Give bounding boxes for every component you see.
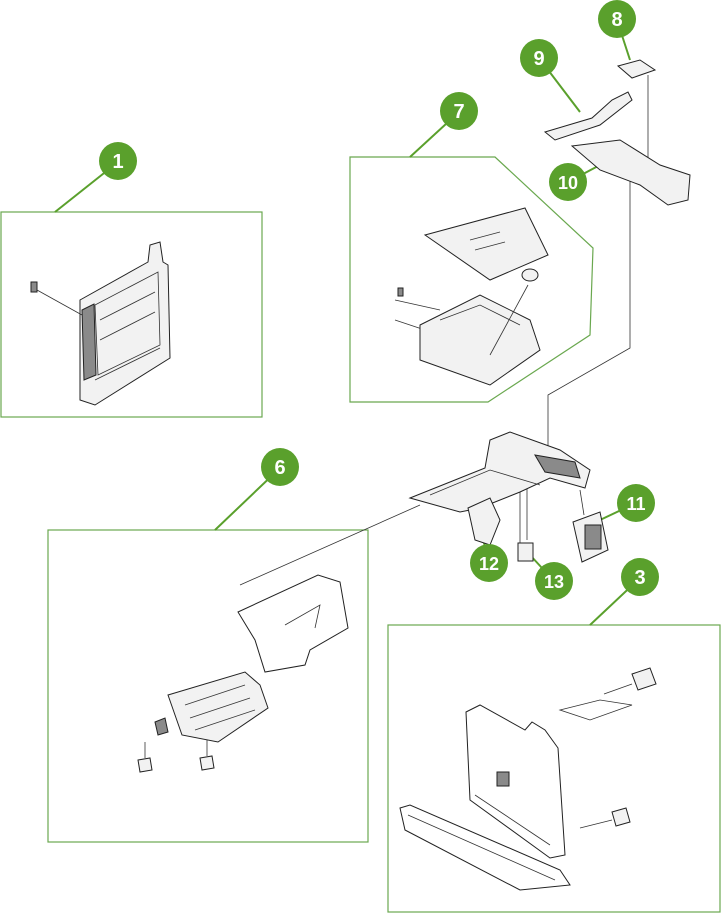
part-3-right-door	[400, 668, 656, 890]
callout-11: 11	[617, 484, 655, 522]
callout-1-label: 1	[112, 151, 123, 173]
callout-10: 10	[549, 163, 587, 201]
part-7-tray-assembly	[398, 208, 548, 385]
callout-3-label: 3	[634, 567, 645, 589]
callout-1: 1	[99, 142, 137, 180]
part-1-left-door	[31, 242, 170, 405]
callout-6-label: 6	[274, 457, 285, 479]
callout-9-label: 9	[533, 48, 544, 70]
callouts: 1 3 6 7 8 9 10 11	[99, 0, 659, 600]
callout-10-label: 10	[558, 173, 578, 193]
callout-8: 8	[598, 0, 636, 38]
callout-7-label: 7	[453, 101, 464, 123]
callout-7: 7	[440, 92, 478, 130]
callout-11-label: 11	[626, 494, 645, 514]
callout-3: 3	[621, 558, 659, 596]
callout-12: 12	[470, 544, 508, 582]
callout-13-label: 13	[544, 572, 564, 592]
callout-13: 13	[535, 562, 573, 600]
callout-8-label: 8	[611, 9, 622, 31]
callout-12-label: 12	[479, 554, 499, 574]
central-chassis	[410, 432, 590, 545]
part-6-front-assembly	[138, 575, 348, 772]
callout-9: 9	[520, 39, 558, 77]
part-13-block	[518, 543, 533, 561]
callout-6: 6	[261, 448, 299, 486]
